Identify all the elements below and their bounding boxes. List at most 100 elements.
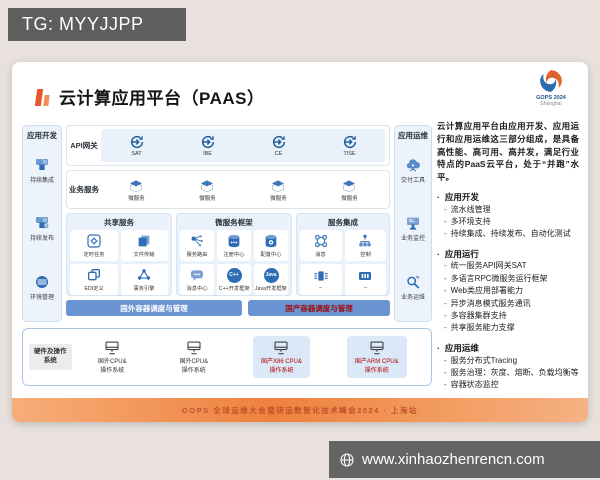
item-label: 业务运维 <box>400 295 425 302</box>
microservice-item: 微服务 <box>341 177 358 202</box>
item-label: – <box>363 285 367 291</box>
bullet: 多语言RPC微服务运行框架 <box>444 273 579 285</box>
hw-item-line1: 国产ARM CPU& <box>354 359 399 366</box>
api-gateway-label: API网关 <box>70 141 98 150</box>
globe-icon <box>340 452 354 467</box>
node-mesh-icon <box>314 235 327 247</box>
queue-item: – <box>344 264 386 295</box>
item-label: CE <box>274 151 283 157</box>
hw-item-line1: 国外CPU& <box>97 359 127 366</box>
files-icon <box>138 235 150 247</box>
hw-label-line1: 硬件及操作 <box>34 348 67 356</box>
watermark-bar: www.xinhaozhenrencn.com <box>329 441 600 478</box>
cpp-framework-item: C++ C++开发框架 <box>217 264 251 295</box>
logo-name: GOPS 2024 <box>536 95 566 101</box>
item-label: 环境管理 <box>29 295 54 302</box>
item-label: 交付工具 <box>400 177 425 184</box>
gops-logo: GOPS 2024 Shanghai <box>526 68 576 107</box>
item-label: 微服务 <box>128 196 145 202</box>
business-monitoring-item: 业务监控 <box>401 215 425 242</box>
magnifier-icon <box>407 275 420 289</box>
tree-icon <box>359 234 371 247</box>
hw-domestic-arm-cpu: 国产ARM CPU&操作系统 <box>346 336 407 378</box>
hw-foreign-cpu-2: 国外CPU&操作系统 <box>171 336 216 377</box>
panel-title: 微服务框架 <box>215 218 253 227</box>
item-label: EDI定义 <box>84 286 104 292</box>
server-icon <box>187 341 201 355</box>
item-label: 持续发布 <box>29 236 54 243</box>
item-label: SAT <box>131 151 142 157</box>
app-dev-strip-title: 应用开发 <box>27 131 57 140</box>
bullet: Web类应用部署能力 <box>444 285 579 297</box>
shared-services-panel: 共享服务 定时任务 文件传输 EDI定义 事务引擎 <box>66 213 172 296</box>
app-dev-strip: 应用开发 持续集成 持续发布 环境管理 <box>22 125 62 322</box>
bullet: 多环境支持 <box>444 216 579 228</box>
bullet: 异步消息模式服务通讯 <box>444 298 579 310</box>
microservice-box-icon <box>201 180 214 193</box>
microservice-box-icon <box>343 180 356 193</box>
panel-title: 共享服务 <box>104 218 134 227</box>
environment-icon <box>35 276 48 289</box>
cloud-icon <box>406 159 420 172</box>
database-gear-icon <box>265 235 277 248</box>
hw-item-line2: 操作系统 <box>181 367 206 374</box>
logo-subtitle: Shanghai <box>540 101 562 107</box>
overlapping-squares-icon <box>87 269 100 281</box>
business-services-label: 业务服务 <box>69 185 99 194</box>
gateway-icon <box>272 135 285 149</box>
item-label: 文件传输 <box>133 252 155 258</box>
server-icon <box>370 341 384 355</box>
item-label: IBE <box>203 151 212 157</box>
gateway-icon <box>343 135 356 149</box>
control-item: 控制 <box>344 230 386 261</box>
section-title: 应用运行 <box>437 248 579 261</box>
item-label: 国产X86 CPU&操作系统 <box>261 358 302 374</box>
server-icon <box>105 341 119 355</box>
microservice-box-icon <box>130 180 143 193</box>
item-label: 微服务 <box>270 196 287 202</box>
timed-task-item: 定时任务 <box>70 230 118 261</box>
section-app-ops: 应用运维 服务分布式Tracing 服务治理：灰度、熔断、负载均衡等 容器状态监… <box>437 342 579 392</box>
monitor-person-icon <box>406 218 419 231</box>
panel-title: 服务集成 <box>328 218 358 227</box>
section-app-run: 应用运行 统一服务API网关SAT 多语言RPC微服务运行框架 Web类应用部署… <box>437 248 579 335</box>
gateway-icon <box>201 135 214 149</box>
business-services-row: 业务服务 微服务 微服务 微服务 微服务 <box>66 170 390 209</box>
item-label: 控制 <box>360 252 371 258</box>
gops-swirl-icon <box>540 70 562 92</box>
bullet: 容器状态监控 <box>444 379 579 391</box>
hw-domestic-x86-cpu: 国产X86 CPU&操作系统 <box>252 336 310 378</box>
item-label: C++开发框架 <box>218 285 250 292</box>
slide-title-row: 云计算应用平台（PAAS） <box>34 84 264 109</box>
item-label: 消息中心 <box>186 286 208 292</box>
section-title: 应用运维 <box>437 342 579 355</box>
item-label: 注册中心 <box>223 252 245 258</box>
routing-icon <box>191 235 203 247</box>
section-title: 应用开发 <box>437 191 579 204</box>
item-label: 消息 <box>315 252 326 258</box>
item-label: Java开发框架 <box>255 285 287 292</box>
item-label: – <box>319 285 323 291</box>
queue-icon <box>359 272 372 280</box>
service-integration-panel: 服务集成 消息 控制 – – <box>296 213 390 296</box>
environment-management-item: 环境管理 <box>30 274 54 301</box>
microservice-item: 微服务 <box>270 177 287 202</box>
node-cluster-icon <box>138 269 151 280</box>
foreign-container-bar: 国外容器调度与管理 <box>66 300 242 316</box>
hw-foreign-cpu-1: 国外CPU&操作系统 <box>90 336 135 377</box>
item-label: 事务引擎 <box>133 286 155 292</box>
title-bars-icon <box>34 88 50 106</box>
api-ce: CE <box>271 134 287 157</box>
registry-center-item: 注册中心 <box>217 230 251 261</box>
hardware-os-row: 硬件及操作 系统 国外CPU&操作系统 国外CPU&操作系统 国产X86 CPU… <box>22 328 432 386</box>
app-ops-strip: 应用运维 交付工具 业务监控 业务运维 <box>394 125 432 322</box>
microservice-item: 微服务 <box>199 177 216 202</box>
cubes-icon <box>36 159 48 170</box>
hw-label-line2: 系统 <box>43 357 57 364</box>
api-ibe: IBE <box>200 134 216 157</box>
item-label: 国外CPU&操作系统 <box>179 358 208 374</box>
api-tise: TISE <box>342 134 358 157</box>
cubes-gear-icon <box>36 217 49 229</box>
hw-item-line2: 操作系统 <box>100 367 125 374</box>
